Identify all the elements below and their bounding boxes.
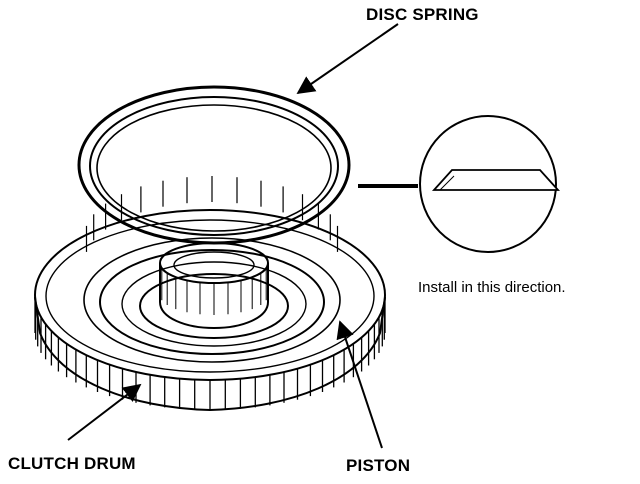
piston-label: PISTON bbox=[346, 456, 411, 475]
clutch-drum-drawing bbox=[34, 176, 386, 412]
hub-splines bbox=[161, 268, 267, 315]
disc-spring-leader bbox=[296, 23, 399, 95]
clutch-drum-label: CLUTCH DRUM bbox=[8, 454, 136, 473]
piston-leader bbox=[336, 320, 383, 449]
disc-spring-label: DISC SPRING bbox=[366, 5, 479, 24]
inner-spline-teeth bbox=[85, 176, 339, 252]
clutch-drum-leader bbox=[67, 383, 142, 441]
disc-spring-drawing bbox=[77, 85, 351, 245]
direction-detail-view bbox=[358, 115, 561, 253]
leader-arrows bbox=[67, 23, 399, 449]
spring-cross-section bbox=[431, 169, 561, 191]
install-direction-note: Install in this direction. bbox=[418, 279, 566, 296]
drum-spline-teeth bbox=[34, 295, 386, 410]
